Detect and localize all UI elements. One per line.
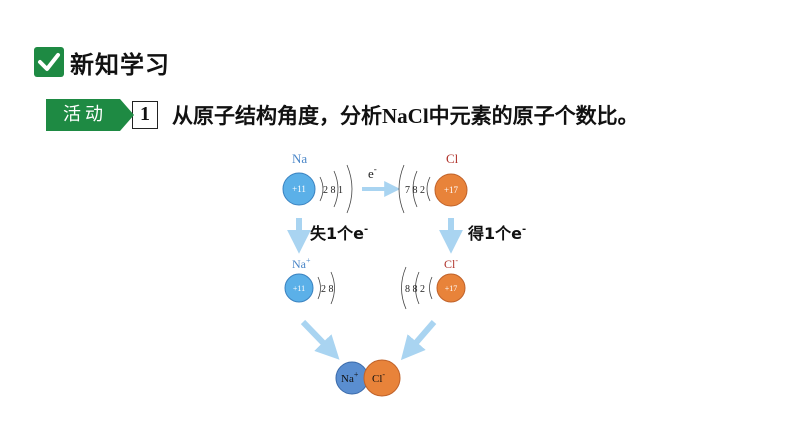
activity-question: 从原子结构角度，分析NaCl中元素的原子个数比。 — [172, 100, 639, 130]
question-text-2: 中元素的原子个数比。 — [428, 104, 639, 128]
cl-ion-nucleus — [436, 273, 466, 303]
transfer-electron-label: e- — [368, 164, 377, 181]
cl-ion-nucleus-charge: +17 — [445, 284, 458, 293]
cl-atom-shell-arcs — [398, 164, 431, 214]
lose-electron-label: 失1个e- — [310, 224, 368, 243]
cl-ion-symbol: Cl- — [444, 256, 458, 271]
na-atom-nucleus — [282, 172, 316, 206]
product-cl-ion — [363, 359, 401, 397]
na-atom-shell-arcs — [319, 164, 353, 214]
section-header: 新知学习 — [34, 44, 170, 80]
section-title: 新知学习 — [70, 50, 170, 79]
cl-atom-symbol: Cl — [446, 151, 459, 166]
cl-atom-shells: 7 8 2 — [405, 185, 425, 196]
activity-tag: 活动 — [46, 99, 134, 131]
check-icon — [34, 47, 64, 77]
product-cl-label: Cl- — [372, 370, 385, 385]
na-atom-nucleus-charge: +11 — [292, 184, 306, 194]
activity-tag-label: 活动 — [63, 104, 107, 125]
cl-atom-nucleus-charge: +17 — [444, 185, 459, 195]
na-atom-symbol: Na — [292, 151, 307, 166]
na-ion-nucleus-charge: +11 — [293, 284, 305, 293]
product-na-label: Na+ — [341, 370, 359, 385]
activity-row: 活动 1 从原子结构角度，分析NaCl中元素的原子个数比。 — [46, 99, 639, 131]
cl-combine-arrow — [400, 320, 437, 361]
na-ion-shells: 2 8 — [321, 284, 334, 295]
na-ion-shell-arcs — [317, 271, 335, 305]
gain-electron-label: 得1个e- — [467, 224, 526, 243]
question-text-1: 从原子结构角度，分析 — [172, 104, 382, 128]
na-ion-nucleus — [284, 273, 314, 303]
cl-atom-nucleus — [434, 173, 468, 207]
activity-number: 1 — [132, 101, 158, 129]
na-combine-arrow — [300, 319, 340, 360]
na-ion-symbol: Na+ — [292, 256, 311, 271]
cl-ion-shells: 8 8 2 — [405, 284, 425, 295]
question-formula: NaCl — [382, 104, 429, 128]
cl-ion-shell-arcs — [401, 266, 433, 310]
na-atom-shells: 2 8 1 — [323, 185, 343, 196]
